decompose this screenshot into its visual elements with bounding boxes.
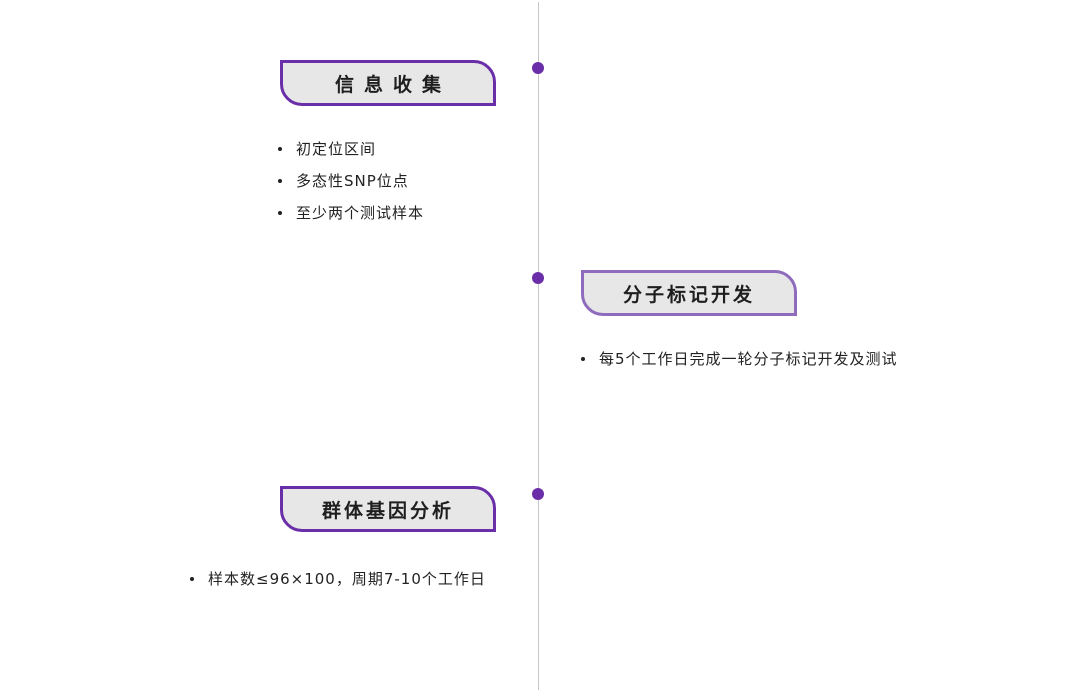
bullet-item: 初定位区间 [278,133,424,165]
timeline-line [538,2,539,690]
step-1-bullets: 初定位区间 多态性SNP位点 至少两个测试样本 [278,133,424,229]
step-title-2: 分子标记开发 [581,270,797,316]
bullet-item: 样本数≤96×100，周期7-10个工作日 [190,563,486,595]
timeline-node-2 [532,272,544,284]
step-3-bullets: 样本数≤96×100，周期7-10个工作日 [190,563,486,595]
bullet-item: 至少两个测试样本 [278,197,424,229]
step-title-3: 群体基因分析 [280,486,496,532]
step-2-bullets: 每5个工作日完成一轮分子标记开发及测试 [581,343,898,375]
timeline-node-1 [532,62,544,74]
bullet-item: 多态性SNP位点 [278,165,424,197]
bullet-item: 每5个工作日完成一轮分子标记开发及测试 [581,343,898,375]
timeline-node-3 [532,488,544,500]
step-title-1: 信息收集 [280,60,496,106]
